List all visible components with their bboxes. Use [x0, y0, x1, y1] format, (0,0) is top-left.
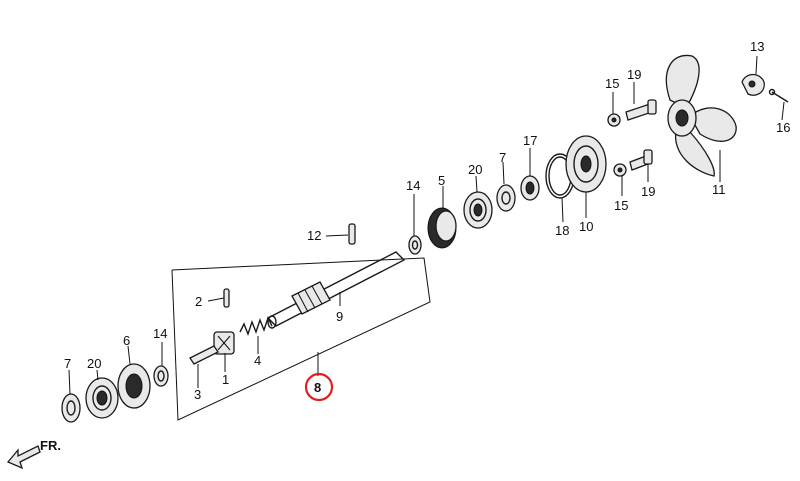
clutch-1[interactable] [213, 331, 235, 355]
label-part-4[interactable]: 4 [254, 353, 261, 368]
gear-5[interactable] [427, 207, 457, 249]
label-part-10[interactable]: 10 [579, 219, 593, 234]
label-part-18[interactable]: 18 [555, 223, 569, 238]
bearing-20-upper[interactable] [463, 191, 493, 229]
pin-3[interactable] [189, 345, 219, 365]
label-part-11[interactable]: 11 [712, 182, 726, 197]
highlight-circle-8 [304, 372, 334, 402]
label-part-2[interactable]: 2 [195, 294, 202, 309]
bearing-20-left[interactable] [85, 377, 119, 419]
label-part-20-upper[interactable]: 20 [468, 162, 482, 177]
label-part-13[interactable]: 13 [750, 39, 764, 54]
front-marker-label: FR. [40, 438, 61, 453]
label-part-8[interactable]: 8 [314, 380, 321, 395]
label-part-20-left[interactable]: 20 [87, 356, 101, 371]
front-direction-arrow: FR. [6, 438, 61, 470]
nut-15-bottom[interactable] [613, 163, 627, 177]
nut-15-top[interactable] [607, 113, 621, 127]
washer-14-left[interactable] [153, 365, 169, 387]
assembly-8-outline [171, 257, 431, 421]
leader-lines [68, 55, 785, 395]
bearing-holder-10[interactable] [565, 135, 607, 193]
washer-7-upper[interactable] [496, 184, 516, 212]
gear-6[interactable] [117, 363, 151, 409]
label-part-15-bottom[interactable]: 15 [614, 198, 628, 213]
label-part-17[interactable]: 17 [523, 133, 537, 148]
label-part-19-bottom[interactable]: 19 [641, 184, 655, 199]
label-part-3[interactable]: 3 [194, 387, 201, 402]
washer-7-left[interactable] [61, 393, 81, 423]
label-part-7-upper[interactable]: 7 [499, 150, 506, 165]
washer-14-upper[interactable] [408, 235, 422, 255]
spinner-cap-13[interactable] [741, 73, 765, 96]
label-part-14-upper[interactable]: 14 [406, 178, 420, 193]
label-part-15-top[interactable]: 15 [605, 76, 619, 91]
cotter-pin-16[interactable] [768, 88, 789, 103]
oil-seal-17[interactable] [520, 175, 540, 201]
label-part-16[interactable]: 16 [776, 120, 790, 135]
spring-4[interactable] [239, 316, 273, 337]
pin-12[interactable] [348, 223, 356, 245]
label-part-19-top[interactable]: 19 [627, 67, 641, 82]
bolt-19-top[interactable] [625, 99, 657, 121]
pin-2[interactable] [223, 288, 230, 308]
propeller-11[interactable] [665, 54, 737, 177]
label-part-7-left[interactable]: 7 [64, 356, 71, 371]
label-part-6[interactable]: 6 [123, 333, 130, 348]
label-part-1[interactable]: 1 [222, 372, 229, 387]
part-labels: 1 2 3 4 5 6 7 7 8 9 10 11 12 13 14 14 15… [64, 39, 790, 402]
label-part-14-left[interactable]: 14 [153, 326, 167, 341]
label-part-12[interactable]: 12 [307, 228, 321, 243]
bolt-19-bottom[interactable] [629, 149, 653, 171]
label-part-5[interactable]: 5 [438, 173, 445, 188]
label-part-9[interactable]: 9 [336, 309, 343, 324]
propeller-shaft[interactable] [266, 251, 406, 329]
